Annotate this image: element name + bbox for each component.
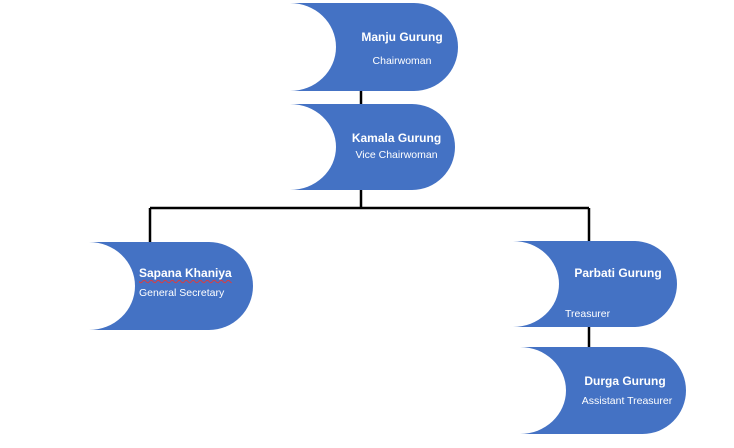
- node-name: Manju Gurung: [361, 30, 443, 44]
- node-chairwoman: Manju Gurung Chairwoman: [290, 3, 458, 91]
- node-notch: [89, 242, 135, 330]
- node-general-secretary: Sapana Khaniya General Secretary: [89, 242, 253, 330]
- node-assistant-treasurer: Durga Gurung Assistant Treasurer: [520, 347, 686, 434]
- node-vice-chairwoman: Kamala Gurung Vice Chairwoman: [290, 104, 455, 190]
- node-role: Vice Chairwoman: [355, 149, 438, 161]
- node-treasurer: Parbati Gurung Treasurer: [513, 241, 677, 327]
- node-notch: [513, 241, 559, 327]
- node-role: Assistant Treasurer: [581, 395, 673, 407]
- node-role: Treasurer: [565, 308, 611, 320]
- node-name-text: Sapana Khaniya: [139, 266, 232, 280]
- node-notch: [520, 347, 566, 434]
- node-notch: [290, 104, 336, 190]
- node-name: Kamala Gurung: [351, 131, 442, 145]
- node-role: General Secretary: [139, 287, 225, 299]
- node-notch: [290, 3, 336, 91]
- node-name: Durga Gurung: [584, 374, 666, 388]
- node-role: Chairwoman: [372, 55, 432, 67]
- node-name: Sapana Khaniya: [135, 266, 253, 280]
- node-name: Parbati Gurung: [574, 266, 662, 280]
